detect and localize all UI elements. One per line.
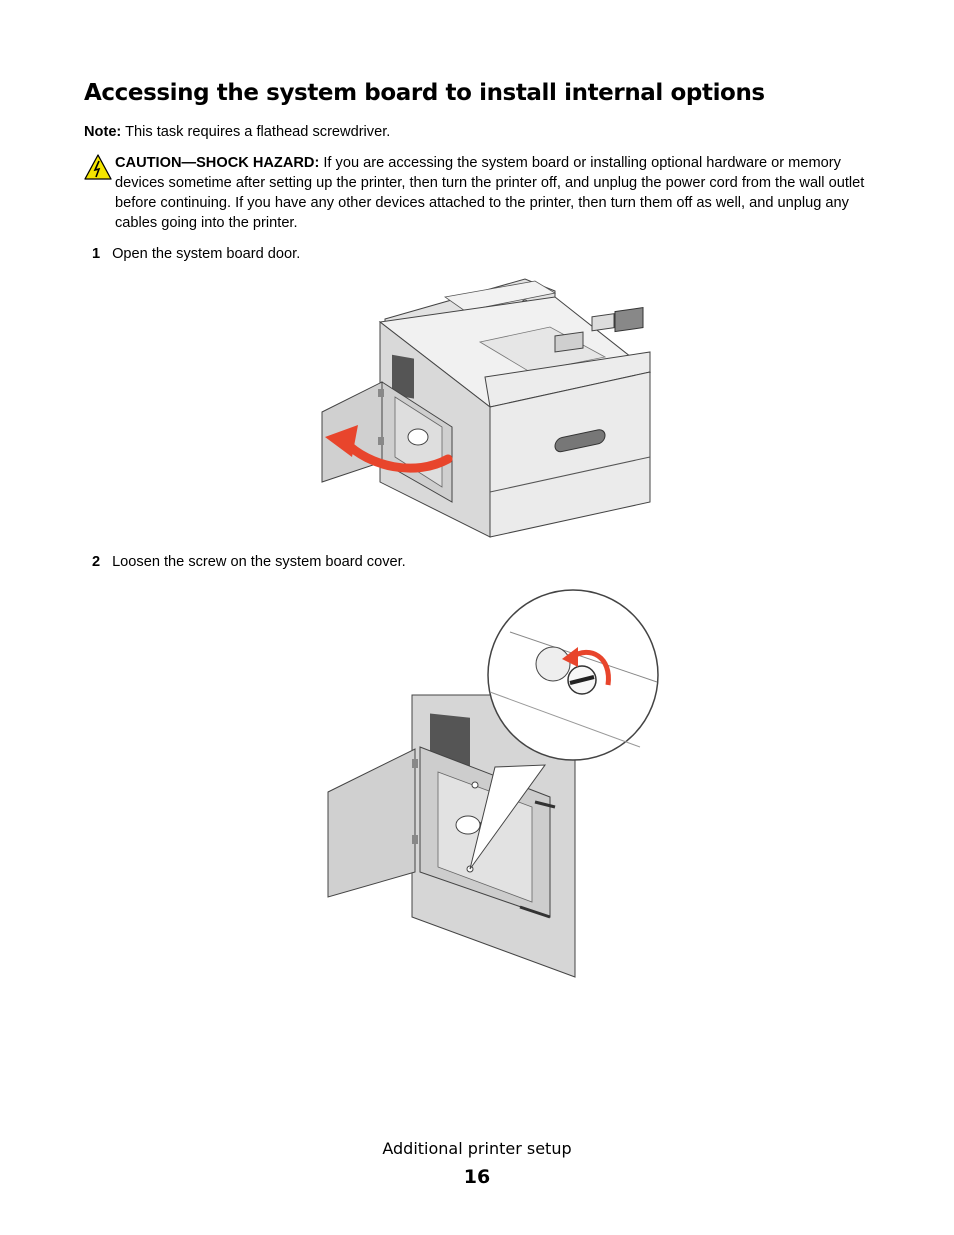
caution-label: CAUTION—SHOCK HAZARD: (115, 155, 320, 171)
step-number: 2 (91, 554, 101, 570)
note-text: This task requires a flathead screwdrive… (121, 124, 391, 140)
page-number: 16 (463, 1166, 491, 1188)
step-number: 1 (91, 246, 101, 262)
step-2: 2 Loosen the screw on the system board c… (84, 552, 406, 572)
page-title: Accessing the system board to install in… (84, 80, 765, 106)
step-text: Open the system board door. (112, 246, 301, 262)
printer-open-door-illustration (321, 278, 652, 538)
loosen-screw-illustration (327, 589, 659, 978)
step-text: Loosen the screw on the system board cov… (112, 554, 406, 570)
caution-text-block: CAUTION—SHOCK HAZARD: If you are accessi… (115, 153, 875, 233)
warning-shock-icon (84, 154, 112, 180)
section-footer: Additional printer setup (382, 1139, 572, 1158)
step-1: 1 Open the system board door. (84, 244, 300, 264)
note: Note: This task requires a flathead scre… (84, 122, 390, 142)
note-label: Note: (84, 124, 122, 140)
caution-text: If you are accessing the system board or… (115, 155, 865, 231)
